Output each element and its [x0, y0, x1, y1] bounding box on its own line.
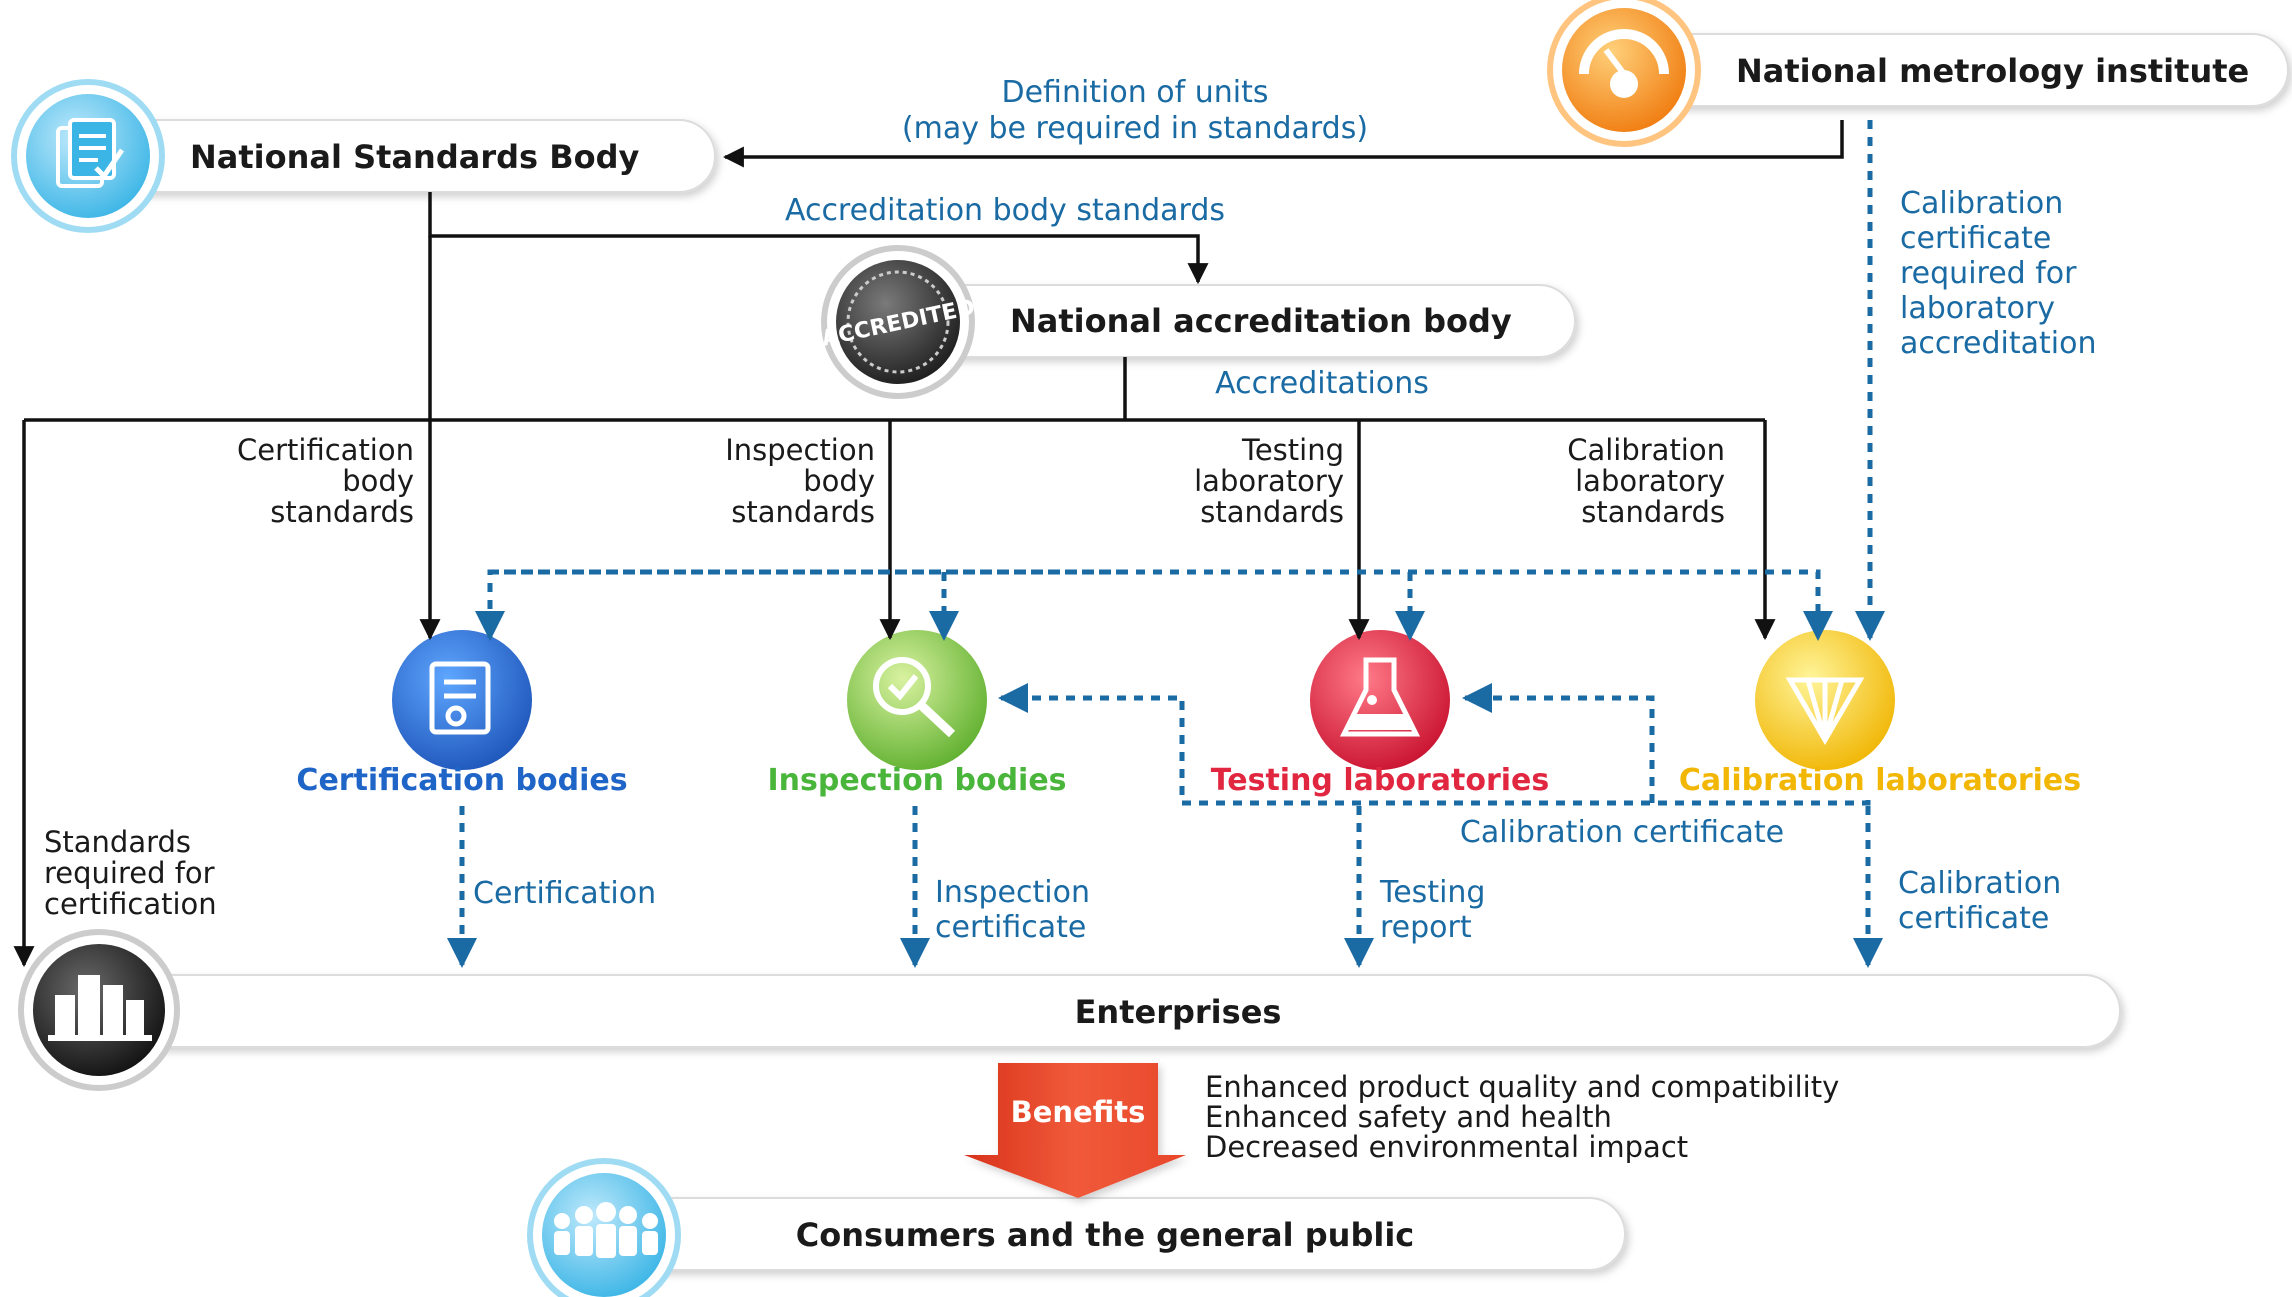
gauge-glyph	[1579, 29, 1669, 98]
calib-cert-req-label-4: laboratory	[1900, 291, 2055, 326]
consumers-node: Consumers and the general public	[527, 1158, 1626, 1297]
arrow-nmi-to-nsb	[722, 120, 1844, 168]
test-report-label-1: Testing	[1379, 875, 1485, 910]
calibration-labs-node: Calibration laboratories	[1679, 626, 2081, 798]
benefit-item: Enhanced product quality and compatibili…	[1205, 1070, 1839, 1104]
benefits-list: Enhanced product quality and compatibili…	[1205, 1070, 1839, 1164]
benefit-item: Decreased environmental impact	[1205, 1130, 1688, 1164]
arrow-nsb-to-nab	[428, 192, 1209, 285]
flask-glyph	[1339, 657, 1421, 737]
certificate-glyph	[429, 661, 491, 735]
testing-labs-label: Testing laboratories	[1211, 763, 1549, 798]
nsb-title: National Standards Body	[190, 138, 639, 176]
dot-calib-to-insp	[998, 683, 1871, 806]
dot-acc-to-cert	[475, 569, 1125, 641]
nab-title: National accreditation body	[1010, 302, 1512, 340]
dot-acc-to-calib	[490, 569, 1833, 641]
magnifier-check-glyph	[873, 657, 956, 738]
calib-lab-std-label-2: laboratory	[1575, 464, 1725, 498]
nsb-node: National Standards Body	[11, 79, 716, 233]
solid-connectors	[13, 120, 1844, 968]
insp-body-std-label-3: standards	[731, 495, 875, 529]
enterprises-title: Enterprises	[1075, 993, 1282, 1031]
magnifier-check-icon	[843, 626, 991, 774]
calib-cert-req-label-1: Calibration	[1900, 186, 2063, 221]
nmi-node: National metrology institute	[1547, 0, 2289, 147]
flask-icon	[1306, 626, 1454, 774]
std-req-cert-label-2: required for	[44, 856, 215, 890]
std-req-cert-labels: Standards required for certification	[44, 825, 217, 921]
calib-cert-req-label-5: accreditation	[1900, 326, 2097, 361]
cert-body-std-label-3: standards	[270, 495, 414, 529]
calibration-labs-label: Calibration laboratories	[1679, 763, 2081, 798]
consumers-title: Consumers and the general public	[796, 1216, 1415, 1254]
benefits-arrow: Benefits	[964, 1063, 1186, 1198]
calibration-triangle-glyph	[1785, 677, 1865, 745]
accreditations-label: Accreditations	[1215, 366, 1429, 401]
insp-bodies-label: Inspection bodies	[767, 763, 1066, 798]
insp-body-std-label-1: Inspection	[725, 433, 875, 467]
cert-bodies-node: Certification bodies	[296, 626, 628, 798]
std-req-cert-label-1: Standards	[44, 825, 191, 859]
calib-cert-req-label-3: required for	[1900, 256, 2077, 291]
cert-body-std-label-2: body	[342, 464, 414, 498]
test-lab-std-label-1: Testing	[1241, 433, 1344, 467]
testing-labs-node: Testing laboratories	[1211, 626, 1549, 798]
certificate-icon	[388, 626, 536, 774]
benefit-item: Enhanced safety and health	[1205, 1100, 1612, 1134]
enterprises-node: Enterprises	[18, 929, 2121, 1091]
accredited-seal-icon	[836, 260, 960, 384]
std-req-cert-label-3: certification	[44, 887, 217, 921]
blue-edge-labels: Definition of units (may be required in …	[473, 75, 2097, 945]
units-label-1: Definition of units	[1001, 75, 1268, 110]
certification-label: Certification	[473, 876, 656, 911]
nab-node: National accreditation body ACCREDITED	[819, 245, 1576, 399]
cert-body-std-label-1: Certification	[237, 433, 414, 467]
insp-cert-label-1: Inspection	[935, 875, 1090, 910]
units-label-2: (may be required in standards)	[902, 111, 1368, 146]
insp-bodies-node: Inspection bodies	[767, 626, 1067, 798]
people-glyph	[554, 1202, 658, 1258]
dotted-connectors	[447, 120, 1885, 968]
calib-cert-bottom-label-1: Calibration	[1898, 866, 2061, 901]
nmi-title: National metrology institute	[1736, 52, 2249, 90]
calib-lab-std-label-3: standards	[1581, 495, 1725, 529]
calib-lab-std-label-1: Calibration	[1567, 433, 1725, 467]
test-lab-std-label-2: laboratory	[1194, 464, 1344, 498]
documents-checklist-glyph	[56, 118, 125, 188]
test-report-label-2: report	[1380, 910, 1472, 945]
buildings-glyph	[48, 975, 152, 1041]
cert-bodies-label: Certification bodies	[296, 763, 627, 798]
insp-body-std-label-2: body	[803, 464, 875, 498]
benefits-label: Benefits	[1011, 1095, 1146, 1129]
black-edge-labels: Certification body standards Inspection …	[237, 433, 1725, 529]
acc-body-std-label: Accreditation body standards	[785, 193, 1225, 228]
insp-cert-label-2: certificate	[935, 910, 1086, 945]
dot-calib-to-test	[1462, 683, 1655, 803]
calib-cert-req-label-2: certificate	[1900, 221, 2051, 256]
calib-cert-bottom-label-2: certificate	[1898, 901, 2049, 936]
test-lab-std-label-3: standards	[1200, 495, 1344, 529]
calib-certificate-mid-label: Calibration certificate	[1460, 815, 1784, 850]
